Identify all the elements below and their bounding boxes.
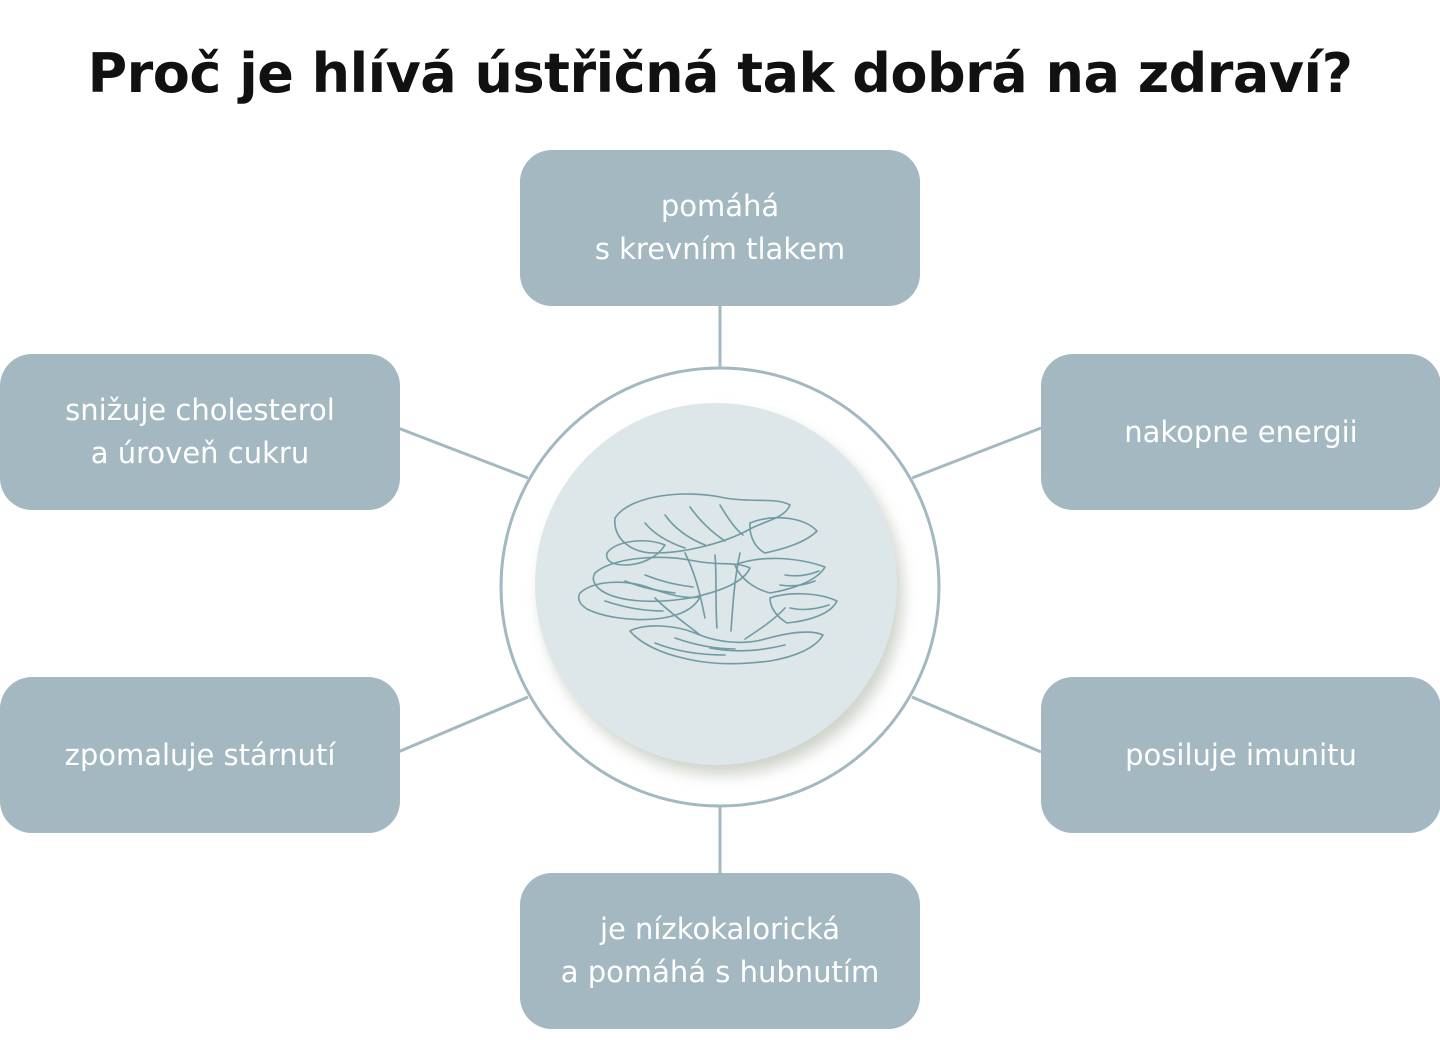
- benefit-node-bottom-left: zpomaluje stárnutí: [0, 677, 400, 833]
- benefit-node-top-left: snižuje cholesterol a úroveň cukru: [0, 354, 400, 510]
- benefit-text-line: je nízkokalorická: [599, 912, 841, 946]
- benefit-text-line: nakopne energii: [1124, 414, 1358, 449]
- benefit-text-line: s krevním tlakem: [594, 232, 846, 266]
- benefit-node-bottom-right: posiluje imunitu: [1041, 677, 1440, 833]
- connector-top-right: [911, 426, 1042, 480]
- benefit-node-top-right: nakopne energii: [1041, 354, 1440, 510]
- benefit-node-top: pomáhá s krevním tlakem: [520, 150, 920, 306]
- center-disc: [535, 403, 897, 765]
- benefit-node-bottom: je nízkokalorická a pomáhá s hubnutím: [520, 873, 920, 1029]
- benefit-text-line: posiluje imunitu: [1125, 737, 1357, 772]
- connector-bottom-left: [397, 695, 529, 754]
- page-title: Proč je hlívá ústřičná tak dobrá na zdra…: [87, 42, 1353, 106]
- benefit-text-line: snižuje cholesterol: [65, 393, 335, 427]
- connector-bottom-right: [911, 695, 1042, 754]
- connector-top-left: [397, 426, 529, 480]
- benefit-text-line: zpomaluje stárnutí: [64, 737, 336, 772]
- oyster-mushroom-icon: [577, 493, 838, 665]
- benefit-text-line: pomáhá: [660, 189, 780, 223]
- benefit-text-line: a úroveň cukru: [90, 436, 310, 470]
- benefit-text-line: a pomáhá s hubnutím: [560, 955, 880, 989]
